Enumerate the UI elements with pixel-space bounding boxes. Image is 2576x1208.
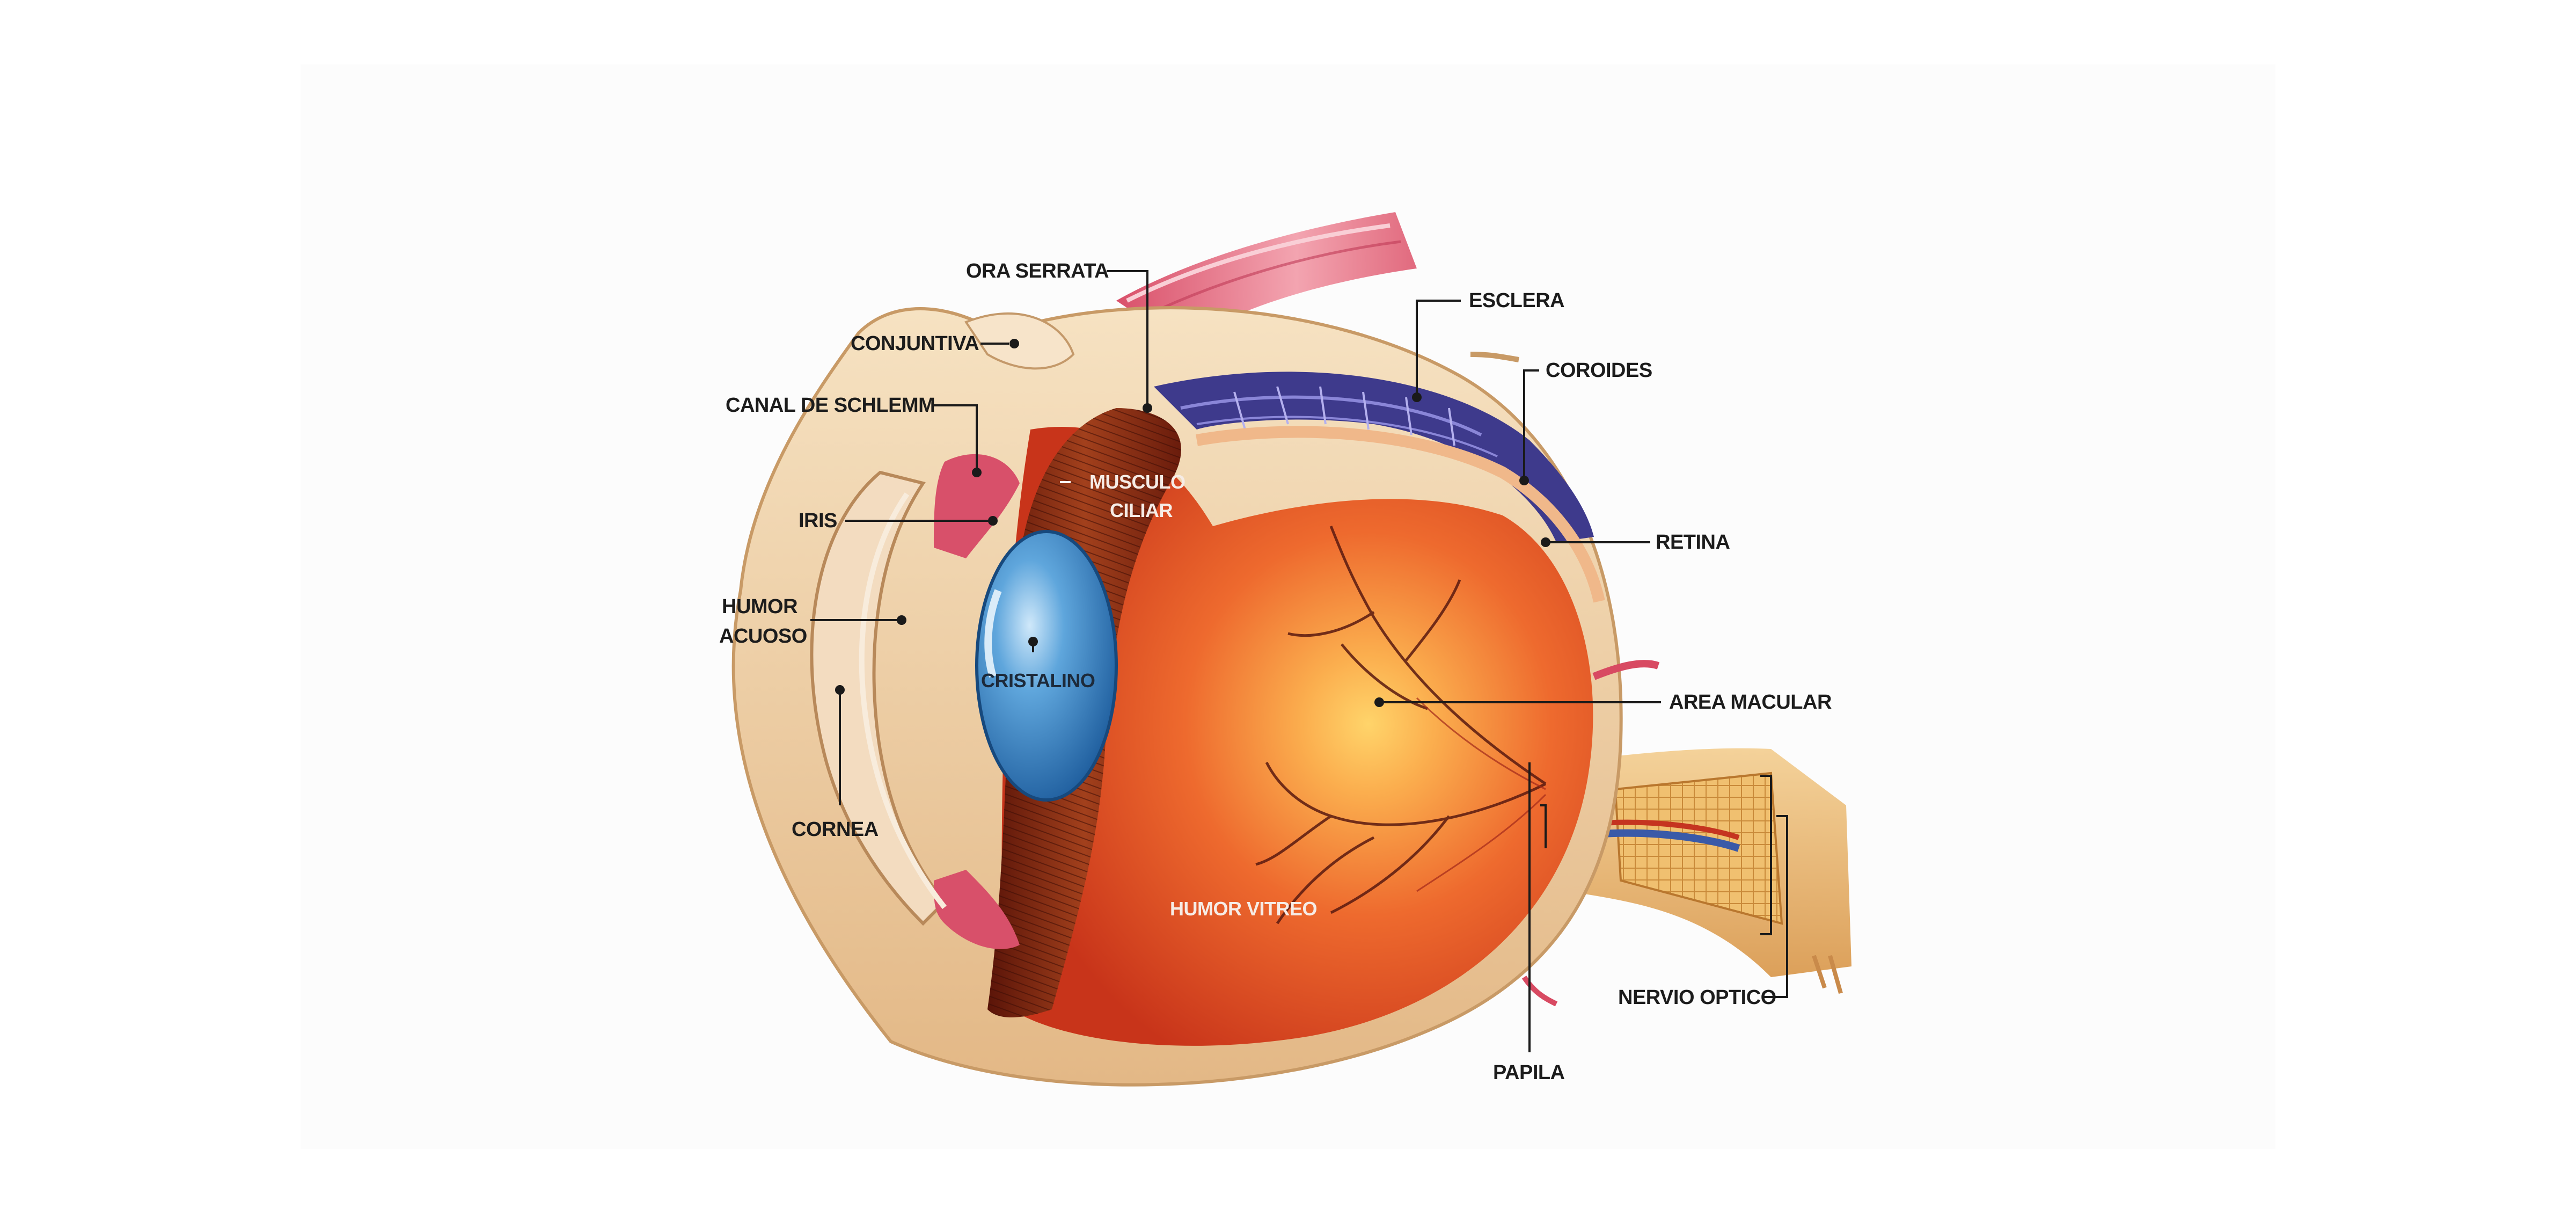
cornea-layer <box>810 470 947 926</box>
label-nervio-optico: NERVIO OPTICO <box>1618 986 1776 1009</box>
retina-layer <box>1196 426 1605 603</box>
labels: ORA SERRATA CONJUNTIVA CANAL DE SCHLEMM … <box>719 260 1832 1084</box>
label-ora-serrata: ORA SERRATA <box>966 260 1109 282</box>
leader-dots <box>835 339 1550 707</box>
label-conjuntiva: CONJUNTIVA <box>851 332 979 355</box>
iris-tissue <box>934 454 1020 558</box>
label-papila: PAPILA <box>1493 1061 1565 1084</box>
label-cornea: CORNEA <box>792 818 879 841</box>
label-musculo-ciliar-line2: CILIAR <box>1110 499 1173 521</box>
choroid-layer <box>1154 372 1594 542</box>
label-coroides: COROIDES <box>1546 359 1652 382</box>
label-esclera: ESCLERA <box>1469 289 1564 312</box>
lens <box>975 530 1118 802</box>
label-humor-acuoso-line2: ACUOSO <box>719 625 807 647</box>
label-humor-vitreo: HUMOR VITREO <box>1170 898 1317 920</box>
label-area-macular: AREA MACULAR <box>1669 691 1832 714</box>
label-musculo-ciliar-line1: MUSCULO <box>1089 471 1185 493</box>
label-canal-de-schlemm: CANAL DE SCHLEMM <box>726 394 935 417</box>
retinal-vessels <box>1255 526 1547 925</box>
label-retina: RETINA <box>1656 531 1730 554</box>
leader-lines <box>810 270 1788 1052</box>
label-cristalino: CRISTALINO <box>981 670 1095 692</box>
vitreous-body <box>1001 426 1593 1046</box>
label-iris: IRIS <box>799 510 837 532</box>
label-humor-acuoso-line1: HUMOR <box>722 595 797 618</box>
eyeball <box>731 306 1660 1087</box>
